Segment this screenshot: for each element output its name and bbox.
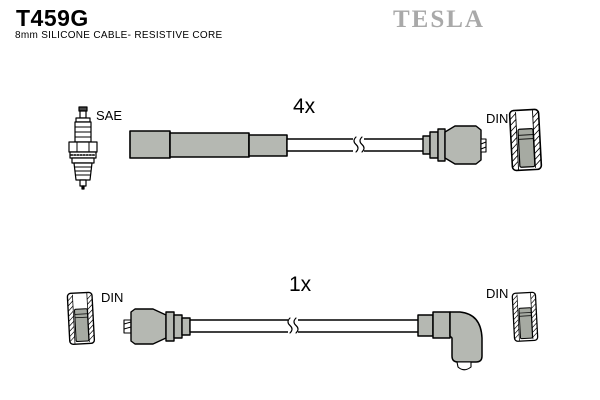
din-terminal-icon-bottom-right <box>511 291 539 343</box>
din-terminal-icon-bottom-left <box>66 291 96 346</box>
spark-plug-icon <box>68 106 98 190</box>
din-connector-boot-bottom-left <box>123 308 191 345</box>
quantity-label-bottom: 1x <box>289 273 312 296</box>
din-connector-label-bottom-right: DIN <box>486 286 509 301</box>
sae-connector-label: SAE <box>96 108 123 123</box>
cable-top <box>286 136 426 154</box>
din-connector-label-top-right: DIN <box>486 111 509 126</box>
din-connector-boot-top <box>422 125 487 165</box>
din-connector-label-bottom-left: DIN <box>101 290 124 305</box>
break-symbol <box>353 136 365 153</box>
cable-bottom <box>189 317 420 335</box>
part-number: T459G <box>16 5 89 31</box>
break-symbol <box>287 317 299 334</box>
product-description: 8mm SILICONE CABLE- RESISTIVE CORE <box>15 30 223 41</box>
cable-boot-straight-top <box>129 130 288 159</box>
tesla-logo: TESLA <box>393 6 485 33</box>
din-terminal-icon-top <box>508 108 543 172</box>
quantity-label-top: 4x <box>293 95 316 118</box>
elbow-boot-bottom-right <box>417 311 483 371</box>
